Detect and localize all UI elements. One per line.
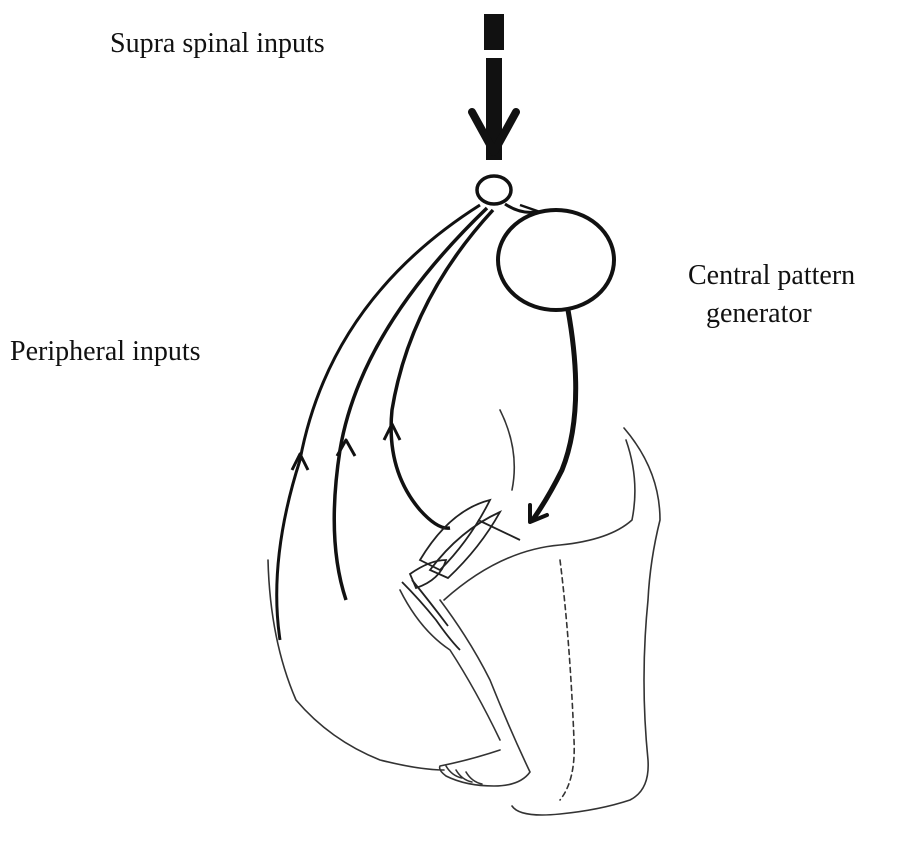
standing-leg-front-contour [560, 560, 574, 800]
bent-leg-shin-contour [440, 600, 530, 786]
toes-contour [446, 766, 482, 784]
supra-spinal-arrow-block [484, 14, 504, 50]
thigh-muscles [402, 500, 520, 650]
central-pattern-generator-circle [498, 210, 614, 310]
raised-leg-outer-contour [268, 560, 444, 770]
cpg-output-line [534, 310, 576, 518]
spinal-cord-node [477, 176, 548, 214]
body-outline [268, 410, 660, 815]
muscle-belly-1 [420, 500, 490, 570]
afferent-line-inner [391, 210, 493, 528]
supra-spinal-arrow [472, 14, 516, 160]
muscle-belly-2 [430, 512, 500, 578]
peripheral-afferent-pathways [277, 205, 493, 640]
afferent-line-outer [277, 205, 480, 640]
spinal-node-circle [477, 176, 511, 204]
torso-front-contour [500, 410, 514, 490]
cpg-output-arrow [530, 310, 576, 522]
standing-leg-back-contour [512, 428, 660, 815]
